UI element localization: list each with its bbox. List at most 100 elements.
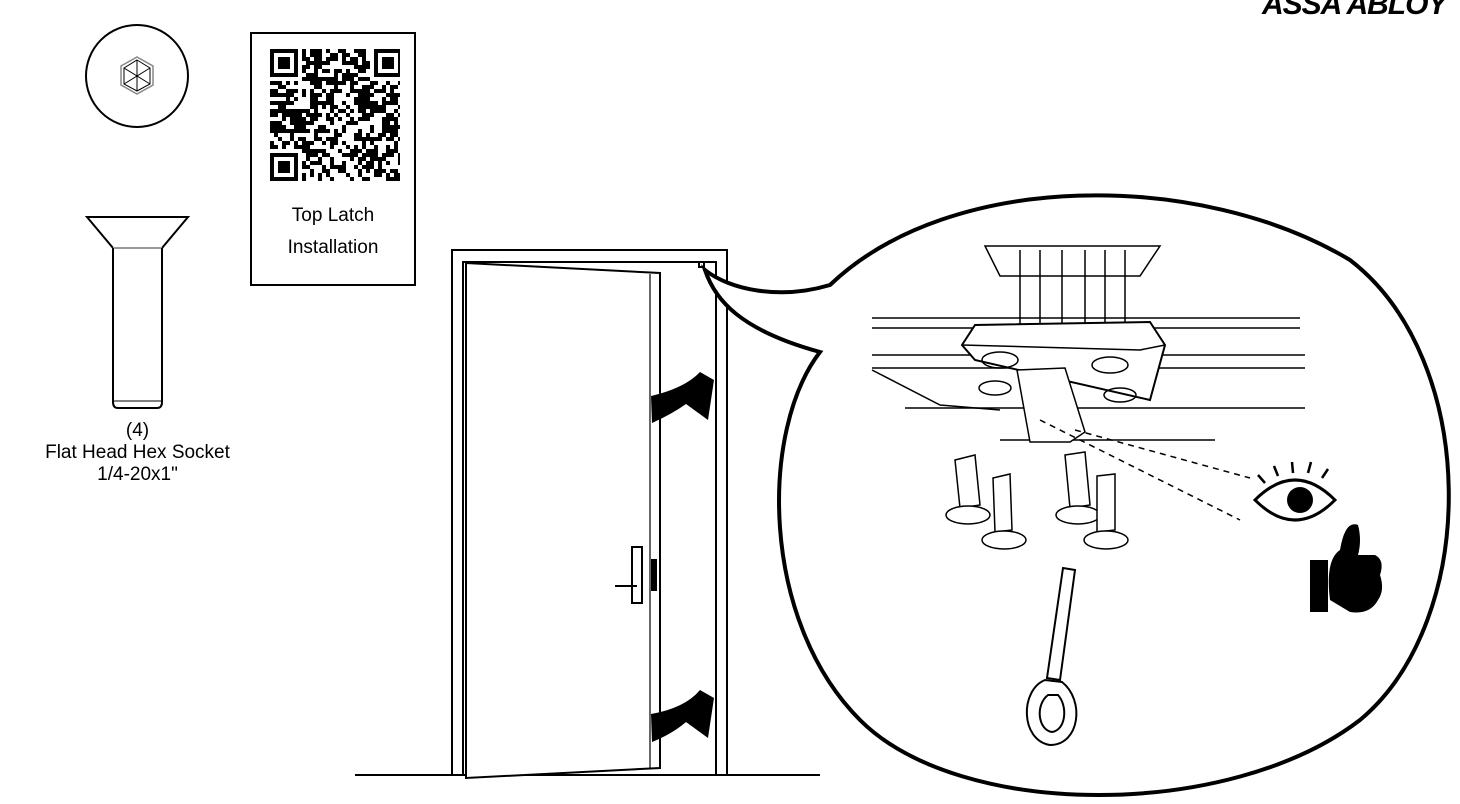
qr-module	[310, 153, 314, 157]
qr-module	[290, 73, 294, 77]
qr-module	[278, 85, 282, 89]
qr-module	[326, 81, 330, 85]
qr-module	[374, 145, 378, 149]
latch-detail	[871, 245, 1305, 521]
qr-module	[274, 145, 278, 149]
qr-module	[386, 93, 390, 97]
qr-module	[374, 137, 378, 141]
qr-module	[326, 129, 330, 133]
qr-module	[298, 121, 302, 125]
qr-module	[386, 129, 390, 133]
qr-module	[350, 61, 354, 65]
qr-module	[378, 105, 382, 109]
qr-module	[278, 61, 282, 65]
qr-module	[326, 61, 330, 65]
qr-module	[286, 57, 290, 61]
qr-module	[346, 73, 350, 77]
qr-module	[294, 113, 298, 117]
qr-module	[390, 177, 394, 181]
qr-module	[302, 165, 306, 169]
qr-module	[294, 53, 298, 57]
qr-module	[282, 85, 286, 89]
qr-module	[294, 157, 298, 161]
qr-module	[398, 157, 400, 161]
qr-module	[318, 57, 322, 61]
qr-module	[298, 129, 302, 133]
qr-module	[310, 93, 314, 97]
qr-module	[342, 57, 346, 61]
qr-module	[398, 57, 400, 61]
qr-module	[394, 125, 398, 129]
qr-module	[334, 141, 338, 145]
qr-module	[386, 173, 390, 177]
qr-module	[382, 117, 386, 121]
qr-module	[294, 153, 298, 157]
qr-module	[342, 77, 346, 81]
qr-module	[378, 133, 382, 137]
qr-module	[282, 93, 286, 97]
qr-module	[374, 49, 378, 53]
qr-module	[366, 133, 370, 137]
qr-module	[366, 65, 370, 69]
qr-module	[334, 85, 338, 89]
qr-code-icon	[270, 49, 400, 181]
qr-module	[366, 165, 370, 169]
qr-module	[346, 145, 350, 149]
qr-module	[398, 65, 400, 69]
qr-module	[306, 153, 310, 157]
qr-module	[314, 113, 318, 117]
qr-module	[398, 81, 400, 85]
qr-module	[390, 73, 394, 77]
qr-module	[270, 177, 274, 181]
qr-module	[330, 161, 334, 165]
qr-module	[330, 93, 334, 97]
qr-module	[394, 169, 398, 173]
qr-module	[334, 73, 338, 77]
qr-module	[286, 65, 290, 69]
qr-module	[374, 105, 378, 109]
qr-module	[282, 129, 286, 133]
qr-module	[318, 157, 322, 161]
qr-module	[270, 73, 274, 77]
qr-module	[306, 61, 310, 65]
qr-module	[330, 97, 334, 101]
qr-module	[382, 49, 386, 53]
qr-module	[358, 137, 362, 141]
qr-module	[366, 97, 370, 101]
qr-module	[302, 177, 306, 181]
qr-module	[358, 117, 362, 121]
qr-module	[270, 121, 274, 125]
qr-module	[330, 109, 334, 113]
qr-module	[374, 81, 378, 85]
qr-module	[274, 109, 278, 113]
qr-module	[326, 97, 330, 101]
qr-module	[394, 149, 398, 153]
qr-module	[390, 113, 394, 117]
qr-module	[294, 129, 298, 133]
qr-module	[270, 161, 274, 165]
qr-module	[382, 97, 386, 101]
qr-module	[318, 125, 322, 129]
qr-module	[386, 121, 390, 125]
qr-module	[398, 113, 400, 117]
qr-code-card[interactable]: Top Latch Installation	[250, 32, 416, 286]
qr-module	[394, 129, 398, 133]
qr-module	[386, 81, 390, 85]
qr-module	[342, 141, 346, 145]
qr-module	[358, 69, 362, 73]
qr-module	[334, 129, 338, 133]
qr-module	[306, 149, 310, 153]
qr-module	[358, 101, 362, 105]
qr-module	[314, 77, 318, 81]
qr-module	[278, 137, 282, 141]
qr-module	[302, 149, 306, 153]
qr-module	[370, 153, 374, 157]
qr-module	[370, 141, 374, 145]
qr-module	[286, 73, 290, 77]
qr-module	[362, 61, 366, 65]
qr-module	[298, 137, 302, 141]
qr-module	[354, 65, 358, 69]
qr-module	[374, 69, 378, 73]
qr-module	[370, 113, 374, 117]
qr-module	[318, 149, 322, 153]
